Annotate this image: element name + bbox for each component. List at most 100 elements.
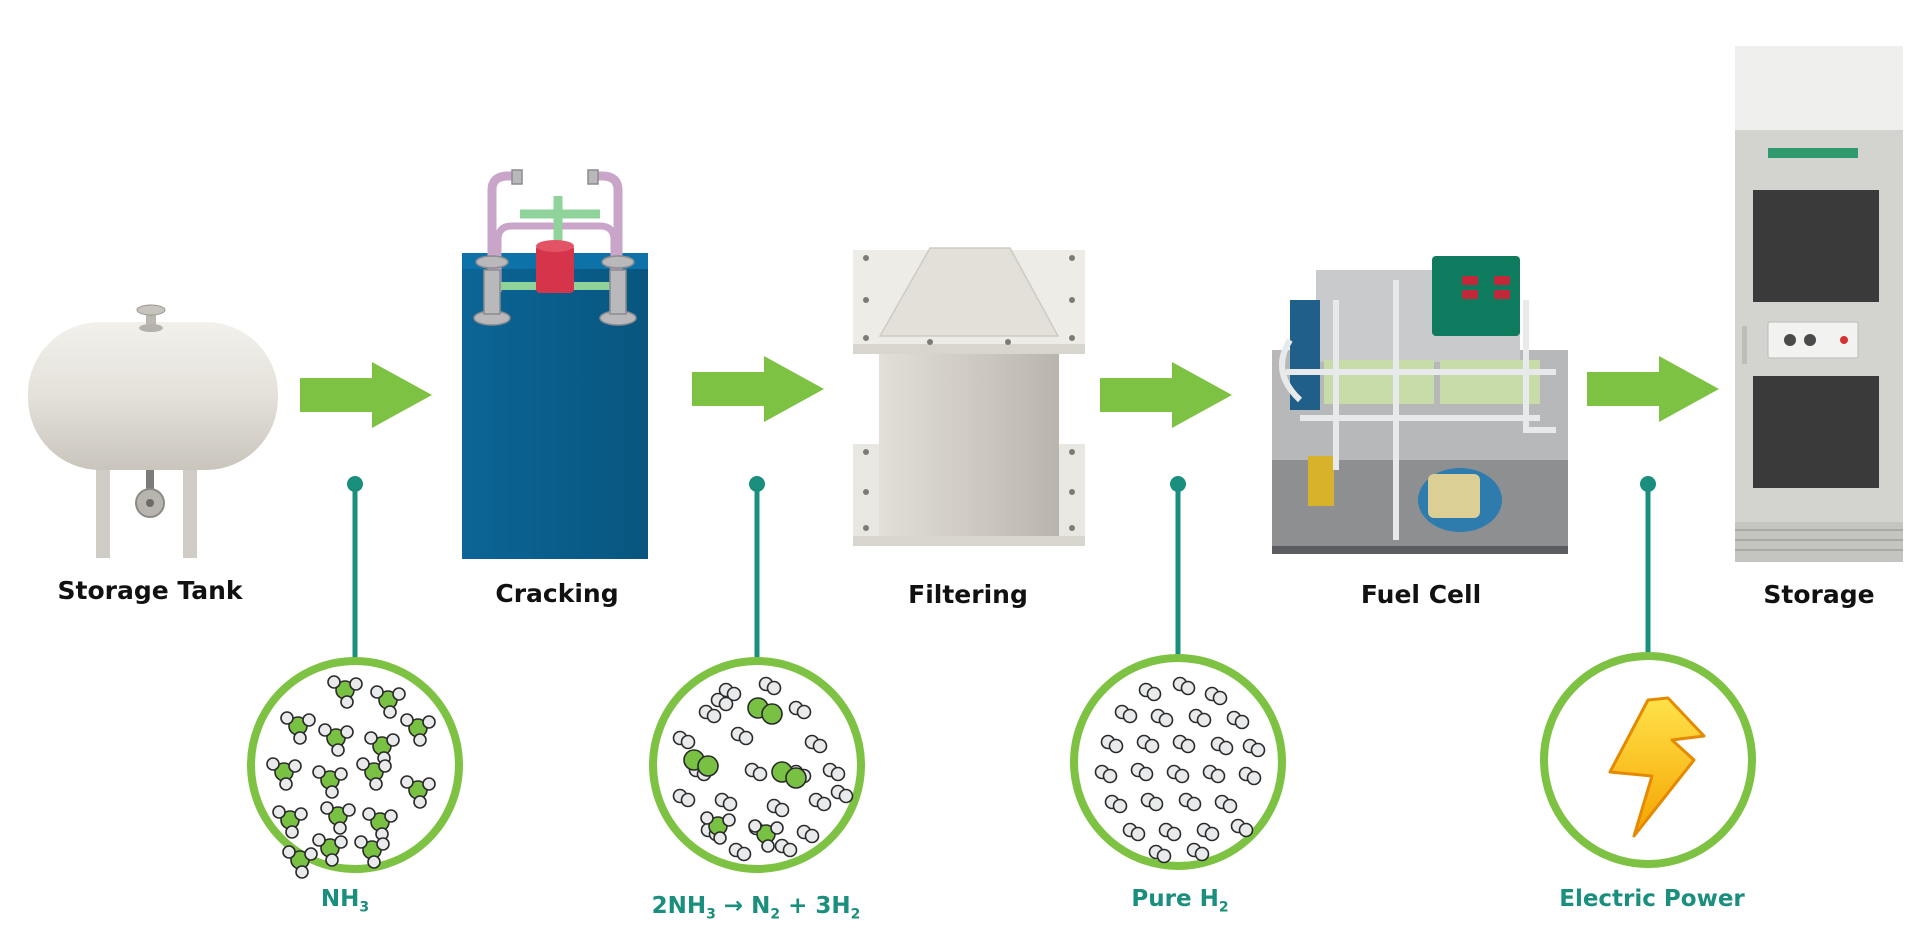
- stage-label-fuel-cell: Fuel Cell: [1360, 580, 1482, 609]
- hydrogen-atom: [333, 821, 347, 835]
- hydrogen-atom: [422, 715, 436, 729]
- hydrogen-atom: [280, 711, 294, 725]
- hydrogen-atom: [318, 723, 332, 737]
- hydrogen-atom: [736, 846, 752, 862]
- hydrogen-atom: [378, 759, 392, 773]
- hydrogen-atom: [282, 845, 296, 859]
- hydrogen-atom: [722, 796, 738, 812]
- cracked-gas-mixture-icon: [649, 657, 865, 873]
- hydrogen-atom: [295, 865, 309, 879]
- hydrogen-atom: [294, 807, 308, 821]
- hydrogen-atom: [1246, 770, 1262, 786]
- hydrogen-atom: [770, 821, 784, 835]
- hydrogen-atom: [1138, 766, 1154, 782]
- hydrogen-atom: [312, 833, 326, 847]
- hydrogen-atom: [340, 725, 354, 739]
- hydrogen-atom: [384, 809, 398, 823]
- hydrogen-atom: [1218, 740, 1234, 756]
- stage-label-storage-tank: Storage Tank: [57, 576, 243, 605]
- ammonia-molecules-icon: [247, 657, 463, 879]
- hydrogen-atom: [327, 675, 341, 689]
- hydrogen-atom: [400, 713, 414, 727]
- hydrogen-atom: [722, 813, 736, 827]
- hydrogen-atom: [700, 811, 714, 825]
- hydrogen-atom: [838, 788, 854, 804]
- hydrogen-atom: [1148, 796, 1164, 812]
- stage-label-filtering: Filtering: [908, 580, 1028, 609]
- hydrogen-atom: [718, 696, 734, 712]
- nitrogen-atom: [697, 755, 719, 777]
- hydrogen-atom: [1210, 768, 1226, 784]
- hydrogen-atom: [1238, 822, 1254, 838]
- lightning-bolt-icon: [1540, 652, 1756, 868]
- hydrogen-atom: [766, 680, 782, 696]
- hydrogen-atom: [312, 765, 326, 779]
- stage-label-storage: Storage: [1763, 580, 1875, 609]
- hydrogen-atom: [400, 775, 414, 789]
- chem-label-pure-h2: Pure H2: [1131, 886, 1229, 916]
- cracking-reactor-icon: [462, 169, 648, 559]
- hydrogen-atom: [1180, 738, 1196, 754]
- flow-arrow-1-icon: [300, 362, 432, 428]
- hydrogen-atom: [706, 708, 722, 724]
- hydrogen-atom: [830, 766, 846, 782]
- hydrogen-atom: [761, 839, 775, 853]
- chem-label-nh3: NH3: [320, 886, 370, 916]
- hydrogen-molecules-icon: [1070, 654, 1286, 870]
- chem-label-electric-power: Electric Power: [1559, 886, 1745, 912]
- hydrogen-atom: [392, 687, 406, 701]
- hydrogen-atom: [288, 759, 302, 773]
- chem-label-reaction: 2NH3 → N2 + 3H2: [651, 893, 861, 923]
- hydrogen-atom: [1130, 826, 1146, 842]
- hydrogen-atom: [367, 855, 381, 869]
- hydrogen-atom: [356, 757, 370, 771]
- hydrogen-atom: [1186, 796, 1202, 812]
- hydrogen-atom: [340, 695, 354, 709]
- hydrogen-atom: [1146, 686, 1162, 702]
- hydrogen-atom: [774, 802, 790, 818]
- hydrogen-atom: [680, 792, 696, 808]
- hydrogen-atom: [349, 677, 363, 691]
- hydrogen-atom: [320, 801, 334, 815]
- storage-cabinet-icon: [1735, 46, 1903, 562]
- hydrogen-atom: [413, 733, 427, 747]
- hydrogen-atom: [1166, 826, 1182, 842]
- hydrogen-atom: [279, 777, 293, 791]
- hydrogen-atom: [738, 730, 754, 746]
- hydrogen-atom: [413, 795, 427, 809]
- hydrogen-atom: [272, 805, 286, 819]
- hydrogen-atom: [1108, 738, 1124, 754]
- hydrogen-atom: [293, 731, 307, 745]
- hydrogen-atom: [334, 767, 348, 781]
- storage-tank-icon: [28, 304, 278, 558]
- hydrogen-atom: [386, 733, 400, 747]
- connector-lines: [347, 476, 1656, 658]
- hydrogen-atom: [422, 777, 436, 791]
- hydrogen-atom: [1156, 848, 1172, 864]
- hydrogen-atom: [713, 831, 727, 845]
- hydrogen-atom: [266, 757, 280, 771]
- hydrogen-atom: [1250, 742, 1266, 758]
- hydrogen-atom: [1122, 708, 1138, 724]
- hydrogen-atom: [1212, 690, 1228, 706]
- hydrogen-atom: [1102, 768, 1118, 784]
- flow-arrow-3-icon: [1100, 362, 1232, 428]
- hydrogen-atom: [1222, 798, 1238, 814]
- hydrogen-atom: [325, 785, 339, 799]
- hydrogen-atom: [1144, 738, 1160, 754]
- hydrogen-atom: [1180, 680, 1196, 696]
- hydrogen-atom: [1174, 768, 1190, 784]
- flow-arrow-4-icon: [1587, 356, 1719, 422]
- hydrogen-atom: [752, 766, 768, 782]
- hydrogen-atom: [1194, 846, 1210, 862]
- hydrogen-atom: [1234, 714, 1250, 730]
- stage-label-cracking: Cracking: [495, 579, 619, 608]
- hydrogen-atom: [364, 731, 378, 745]
- hydrogen-atom: [304, 847, 318, 861]
- hydrogen-atom: [726, 686, 742, 702]
- filter-housing-icon: [853, 247, 1085, 546]
- hydrogen-atom: [812, 738, 828, 754]
- hydrogen-atom: [342, 803, 356, 817]
- hydrogen-atom: [680, 734, 696, 750]
